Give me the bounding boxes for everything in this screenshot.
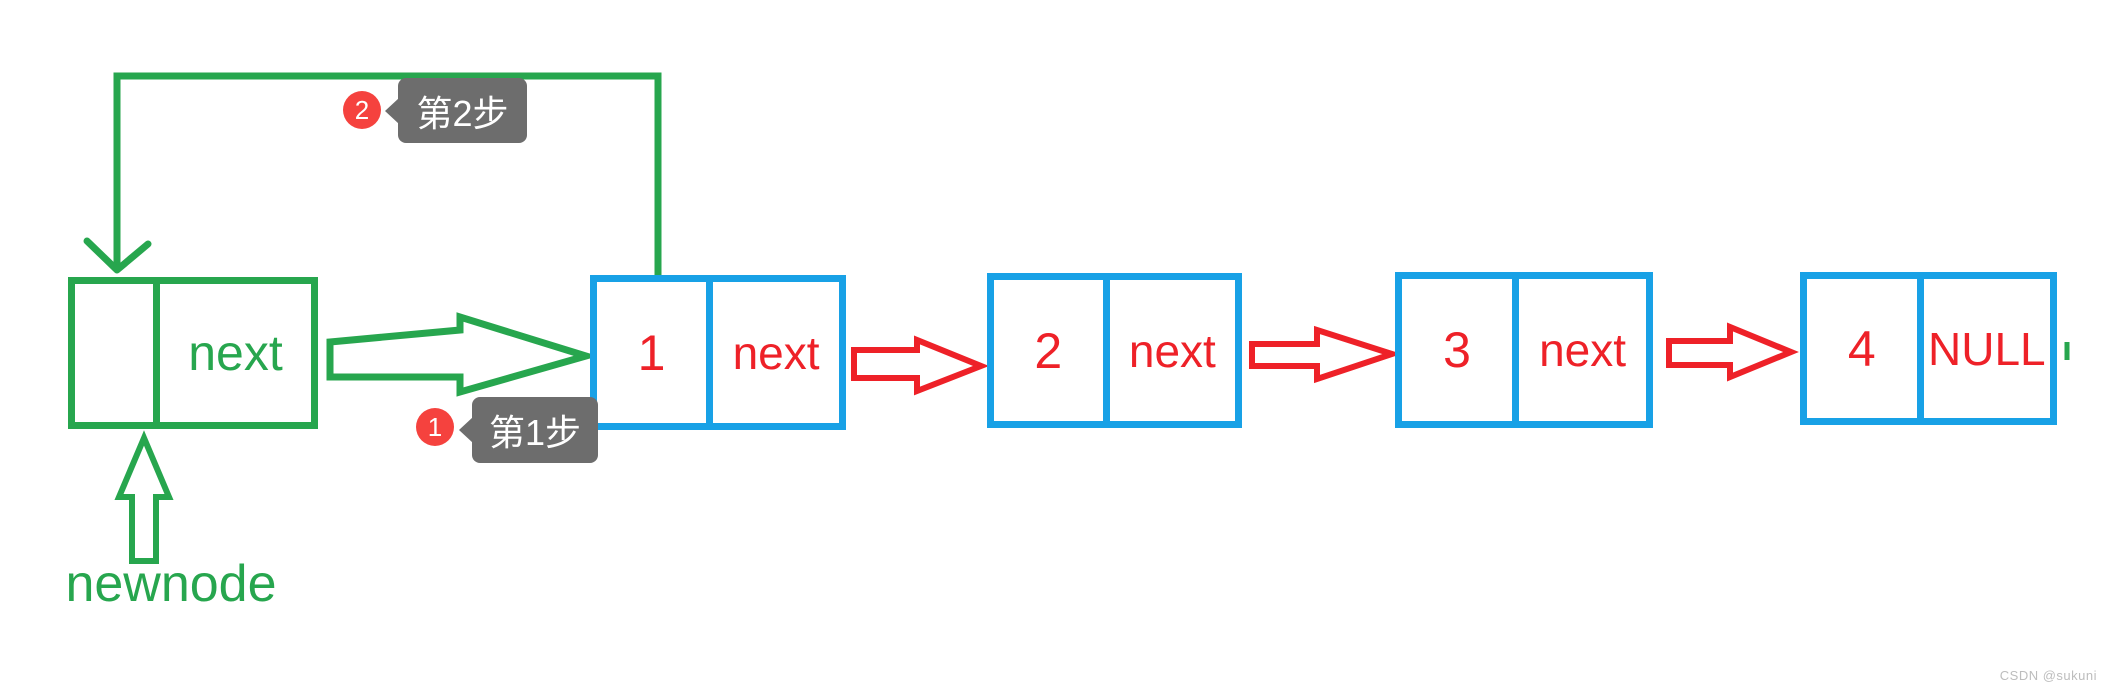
node-3-value-cell: 3 [1402,279,1520,421]
node-2-value: 2 [1034,322,1063,379]
list-node-1: 1 next [590,275,846,430]
node-2-pointer: next [1128,324,1216,377]
node-4-pointer-cell: NULL [1924,279,2050,418]
newnode-pointer-cell: next [160,284,311,422]
red-arrow-1-icon [851,335,990,396]
red-arrow-3-icon [1666,322,1799,382]
step-1-badge: 1 [416,408,454,446]
list-node-2: 2 next [987,273,1242,428]
step2-down-arrowhead-icon [83,237,152,274]
step2-pointer-line [113,72,662,278]
node-4-pointer: NULL [1928,322,2046,375]
newnode-pointer-label: next [188,325,283,381]
node-2-pointer-cell: next [1110,280,1235,421]
node-4-value: 4 [1847,320,1876,377]
list-node-3: 3 next [1395,272,1653,428]
node-3-pointer-cell: next [1519,279,1646,421]
node-1-pointer: next [732,326,820,379]
node-1-value-cell: 1 [597,282,714,423]
newnode-box: next [68,277,318,429]
newnode-up-arrow-icon [114,430,174,564]
node-4-value-cell: 4 [1807,279,1924,418]
step1-green-arrow-icon [326,312,599,397]
watermark: CSDN @sukuni [1999,668,2097,683]
node-3-pointer: next [1539,324,1627,376]
step-2-badge: 2 [343,91,381,129]
node-1-pointer-cell: next [713,282,839,423]
node-3-value: 3 [1443,322,1471,378]
newnode-data-cell [75,284,160,422]
node-1-value: 1 [637,324,666,381]
step-1-tooltip: 第1步 [472,397,598,463]
red-arrow-2-icon [1249,325,1402,384]
node-2-value-cell: 2 [994,280,1110,421]
list-node-4: 4 NULL [1800,272,2057,425]
newnode-caption: newnode [65,555,277,613]
step-2-tooltip: 第2步 [398,78,527,143]
